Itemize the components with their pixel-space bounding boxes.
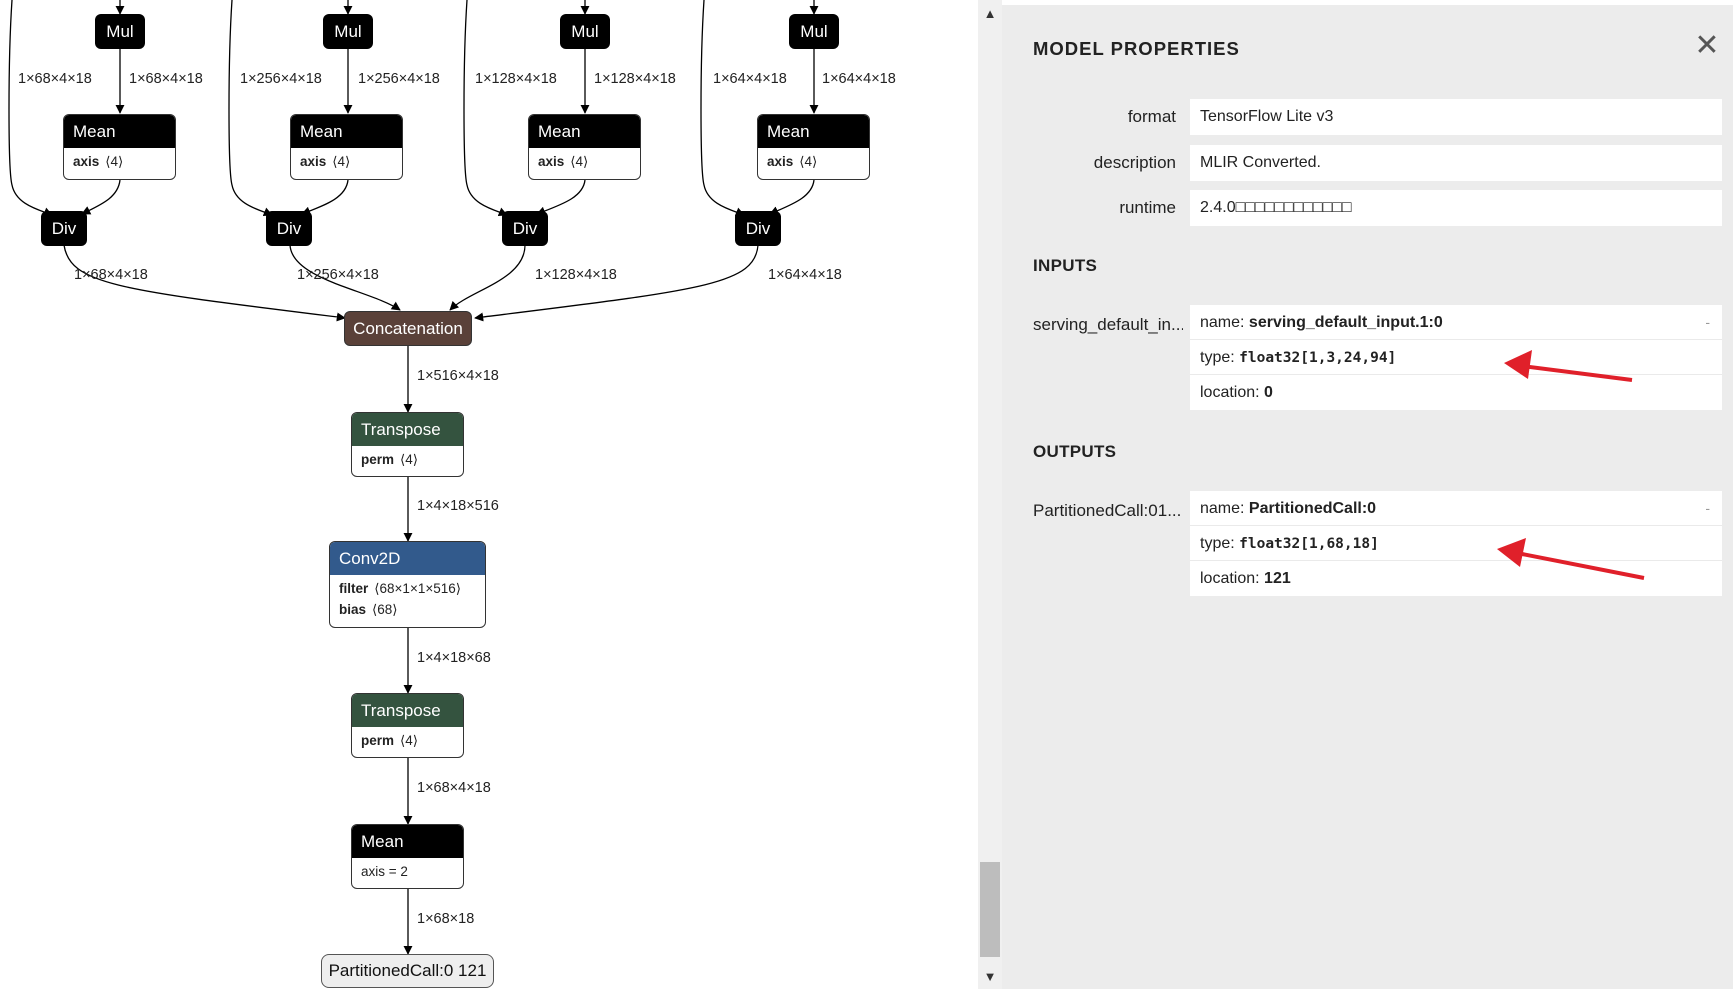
property-name: runtime xyxy=(1119,198,1176,217)
edge-label: 1×68×4×18 xyxy=(74,267,148,283)
transpose-node[interactable]: Transpose perm⟨4⟩ xyxy=(351,412,464,477)
mean-node[interactable]: Mean axis⟨4⟩ xyxy=(757,114,870,180)
edge-label: 1×128×4×18 xyxy=(535,267,617,283)
node-attribute: axis = 2 xyxy=(361,864,408,879)
mul-node[interactable]: Mul xyxy=(789,14,839,49)
div-node[interactable]: Div xyxy=(735,211,781,246)
graph-edges xyxy=(8,0,819,955)
model-properties-panel: MODEL PROPERTIES ✕ format TensorFlow Lit… xyxy=(1002,5,1733,989)
node-attribute: axis⟨4⟩ xyxy=(767,154,818,169)
conv2d-node[interactable]: Conv2D filter⟨68×1×1×516⟩ bias⟨68⟩ xyxy=(329,541,486,628)
node-attribute: axis⟨4⟩ xyxy=(73,154,124,169)
edge-label: 1×68×4×18 xyxy=(18,71,92,87)
mean-node[interactable]: Mean axis⟨4⟩ xyxy=(63,114,176,180)
scroll-thumb[interactable] xyxy=(980,862,1000,957)
edge-label: 1×68×4×18 xyxy=(129,71,203,87)
property-name: format xyxy=(1127,107,1176,126)
input-argument[interactable]: name: serving_default_input.1:0 - type: … xyxy=(1190,305,1722,410)
node-title: Mean xyxy=(64,115,175,148)
div-node[interactable]: Div xyxy=(502,211,548,246)
mean-node[interactable]: Mean axis = 2 xyxy=(351,824,464,889)
output-node[interactable]: PartitionedCall:0 121 xyxy=(321,954,494,988)
argument-name-row: name: serving_default_input.1:0 - xyxy=(1190,305,1722,340)
edge-label: 1×68×4×18 xyxy=(417,780,491,796)
edge-label: 1×256×4×18 xyxy=(297,267,379,283)
node-title: Mean xyxy=(352,825,463,858)
div-node[interactable]: Div xyxy=(266,211,312,246)
edge-label: 1×68×18 xyxy=(417,911,475,927)
panel-title: MODEL PROPERTIES xyxy=(1033,38,1240,59)
mul-node[interactable]: Mul xyxy=(560,14,610,49)
edge-label: 1×516×4×18 xyxy=(417,368,499,384)
graph-canvas[interactable]: Mul Mul Mul Mul 1×68×4×18 1×68×4×18 1×25… xyxy=(0,0,975,989)
transpose-node[interactable]: Transpose perm⟨4⟩ xyxy=(351,693,464,758)
argument-location-row: location: 0 xyxy=(1200,384,1273,401)
edge-label: 1×128×4×18 xyxy=(594,71,676,87)
argument-type-row: type: float32[1,68,18] xyxy=(1190,526,1722,561)
mean-node[interactable]: Mean axis⟨4⟩ xyxy=(290,114,403,180)
input-argument-name: serving_default_in... xyxy=(1033,315,1183,334)
expand-button[interactable]: - xyxy=(1705,314,1710,330)
argument-type-row: type: float32[1,3,24,94] xyxy=(1190,340,1722,375)
node-title: Mean xyxy=(758,115,869,148)
property-name: description xyxy=(1093,153,1176,172)
outputs-section-title: OUTPUTS xyxy=(1033,442,1117,461)
edge-label: 1×64×4×18 xyxy=(822,71,896,87)
node-title: Transpose xyxy=(352,413,463,446)
expand-button[interactable]: - xyxy=(1705,500,1710,516)
edge-label: 1×4×18×68 xyxy=(417,650,491,666)
concatenation-node[interactable]: Concatenation xyxy=(344,311,472,346)
mean-node[interactable]: Mean axis⟨4⟩ xyxy=(528,114,641,180)
node-title: Conv2D xyxy=(330,542,485,575)
output-argument[interactable]: name: PartitionedCall:0 - type: float32[… xyxy=(1190,491,1722,596)
node-attribute: perm⟨4⟩ xyxy=(361,452,419,467)
node-title: Mean xyxy=(529,115,640,148)
property-value[interactable]: 2.4.0□□□□□□□□□□□□ xyxy=(1190,190,1722,226)
edge-label: 1×256×4×18 xyxy=(240,71,322,87)
inputs-section-title: INPUTS xyxy=(1033,256,1098,275)
output-argument-name: PartitionedCall:01... xyxy=(1033,501,1182,520)
node-attribute: axis⟨4⟩ xyxy=(538,154,589,169)
node-attribute: filter⟨68×1×1×516⟩ xyxy=(339,581,462,596)
node-title: Mean xyxy=(291,115,402,148)
scroll-down-icon[interactable]: ▼ xyxy=(983,969,997,984)
argument-name-row: name: PartitionedCall:0 - xyxy=(1190,491,1722,526)
edge-label: 1×64×4×18 xyxy=(713,71,787,87)
node-title: Transpose xyxy=(352,694,463,727)
node-attribute: perm⟨4⟩ xyxy=(361,733,419,748)
argument-location-row: location: 121 xyxy=(1200,570,1291,587)
property-value[interactable]: TensorFlow Lite v3 xyxy=(1190,99,1722,135)
edge-label: 1×128×4×18 xyxy=(475,71,557,87)
property-value[interactable]: MLIR Converted. xyxy=(1190,145,1722,181)
edge-label: 1×64×4×18 xyxy=(768,267,842,283)
div-node[interactable]: Div xyxy=(41,211,87,246)
edge-label: 1×4×18×516 xyxy=(417,498,499,514)
node-attribute: axis⟨4⟩ xyxy=(300,154,351,169)
node-attribute: bias⟨68⟩ xyxy=(339,602,398,617)
close-icon[interactable]: ✕ xyxy=(1694,29,1720,62)
mul-node[interactable]: Mul xyxy=(95,14,145,49)
mul-node[interactable]: Mul xyxy=(323,14,373,49)
edge-label: 1×256×4×18 xyxy=(358,71,440,87)
scrollbar[interactable]: ▲ ▼ xyxy=(978,0,1002,989)
scroll-up-icon[interactable]: ▲ xyxy=(983,6,997,21)
